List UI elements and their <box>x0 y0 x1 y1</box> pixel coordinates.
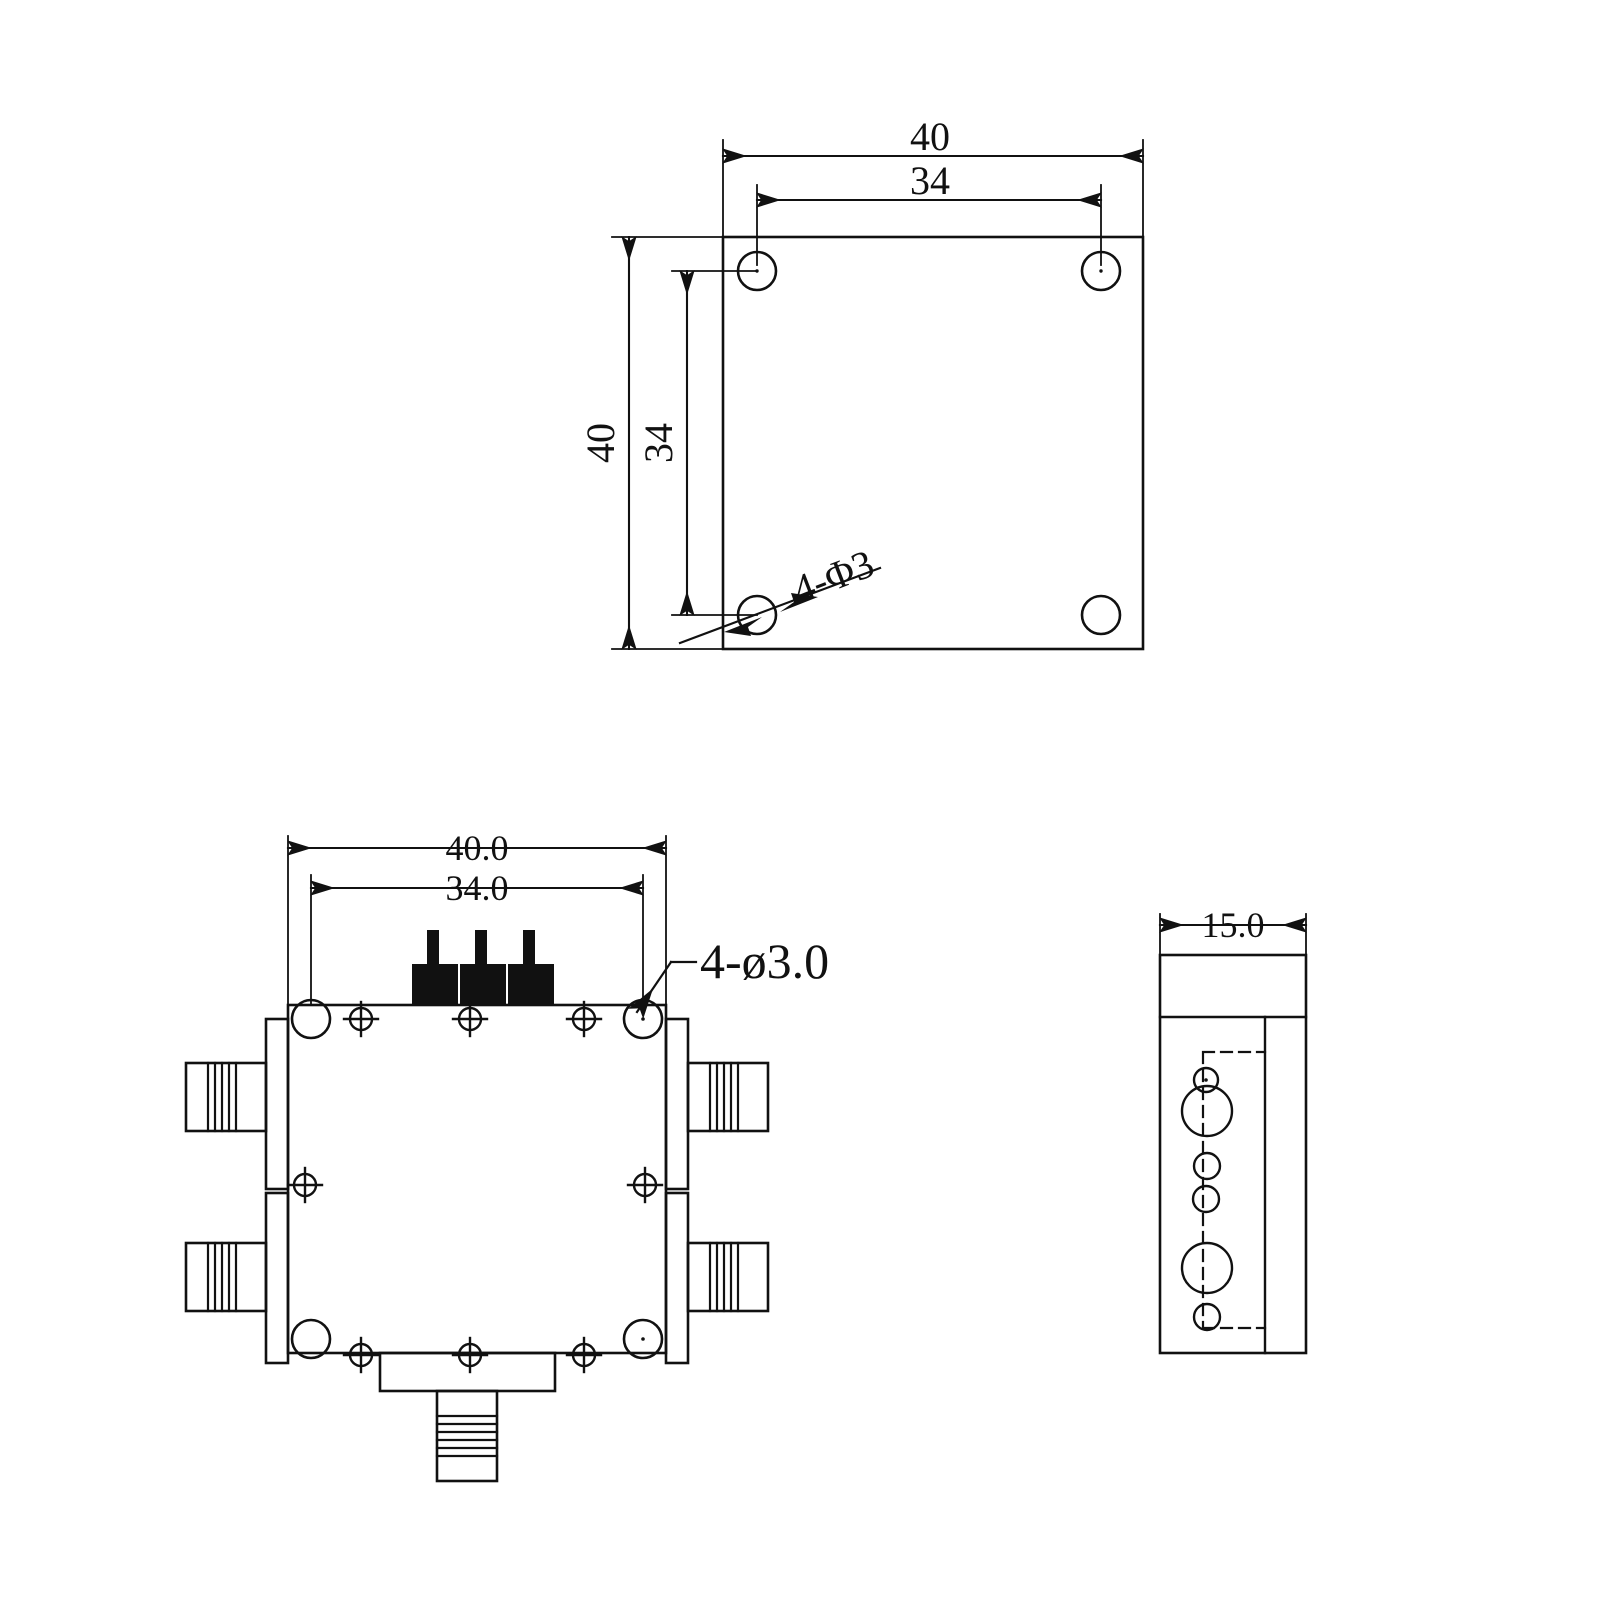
terminal-pin-3-base <box>508 964 554 1006</box>
top-view <box>611 139 1145 651</box>
sma-connector-right-top <box>686 1061 770 1133</box>
sma-connector-left-bottom <box>184 1241 268 1313</box>
side-circle-2 <box>1180 1084 1234 1138</box>
side-view <box>1158 913 1308 1355</box>
dim-label-top-width-overall: 40 <box>910 114 950 159</box>
top-hole-bl <box>736 594 778 636</box>
leader-arrow-a <box>724 617 762 636</box>
screw-mark-right-mid <box>626 1166 664 1204</box>
terminal-pin-2-post <box>475 930 487 968</box>
terminal-pin-1-base <box>412 964 458 1006</box>
sma-left-bottom-body <box>184 1241 268 1313</box>
sma-right-top-body <box>686 1061 770 1133</box>
terminal-pin-1-post <box>427 930 439 968</box>
sma-connector-right-bottom <box>686 1241 770 1313</box>
leader-arrow-b <box>780 593 818 612</box>
front-hole-tr-center <box>641 1017 645 1021</box>
top-hole-tr-center <box>1099 269 1103 273</box>
callout-label-front-holes: 4-ø3.0 <box>700 933 829 989</box>
top-hole-br <box>1080 594 1122 636</box>
sma-right-bottom-body <box>686 1241 770 1313</box>
front-view-labels: 40.0 34.0 4-ø3.0 <box>446 828 830 989</box>
side-circle-6 <box>1192 1302 1222 1332</box>
leader-line-front-hole-callout <box>628 960 673 1019</box>
front-view <box>184 835 770 1483</box>
screw-mark-bottom-3 <box>565 1336 603 1374</box>
screw-mark-top-2 <box>451 1000 489 1038</box>
dim-label-top-height-pitch: 34 <box>636 423 681 463</box>
dim-label-side-width-overall: 15.0 <box>1202 905 1265 945</box>
screw-mark-bottom-1 <box>342 1336 380 1374</box>
screw-center-marks <box>286 1000 664 1374</box>
sma-left-top-body <box>184 1061 268 1133</box>
dim-label-top-height-overall: 40 <box>578 423 623 463</box>
dim-label-front-width-pitch: 34.0 <box>446 868 509 908</box>
front-hole-br <box>622 1318 664 1360</box>
terminal-pin-3-post <box>523 930 535 968</box>
side-circle-3 <box>1192 1151 1222 1181</box>
side-view-body-outline <box>1158 953 1308 1355</box>
sma-bottom-body <box>435 1389 499 1483</box>
screw-mark-bottom-2 <box>451 1336 489 1374</box>
dim-label-front-width-overall: 40.0 <box>446 828 509 868</box>
side-circle-4 <box>1191 1184 1221 1214</box>
screw-mark-top-3 <box>565 1000 603 1038</box>
sma-connector-bottom <box>378 1351 557 1483</box>
top-view-plate-outline <box>721 235 1145 651</box>
dim-label-top-width-pitch: 34 <box>910 158 950 203</box>
terminal-pins <box>412 930 554 1006</box>
front-hole-br-center <box>641 1337 645 1341</box>
terminal-pin-2-base <box>460 964 506 1006</box>
side-view-labels: 15.0 <box>1202 905 1265 945</box>
side-circle-5 <box>1180 1241 1234 1295</box>
side-circle-1 <box>1192 1066 1220 1094</box>
side-circle-1-center <box>1204 1078 1208 1082</box>
top-hole-tl-center <box>755 269 759 273</box>
front-hole-bl <box>290 1318 332 1360</box>
sma-connector-left-top <box>184 1061 268 1133</box>
top-hole-tl <box>736 250 778 292</box>
screw-mark-top-1 <box>342 1000 380 1038</box>
top-hole-tr <box>1080 250 1122 292</box>
leader-line-top-hole-callout <box>678 566 882 645</box>
screw-mark-left-mid <box>286 1166 324 1204</box>
